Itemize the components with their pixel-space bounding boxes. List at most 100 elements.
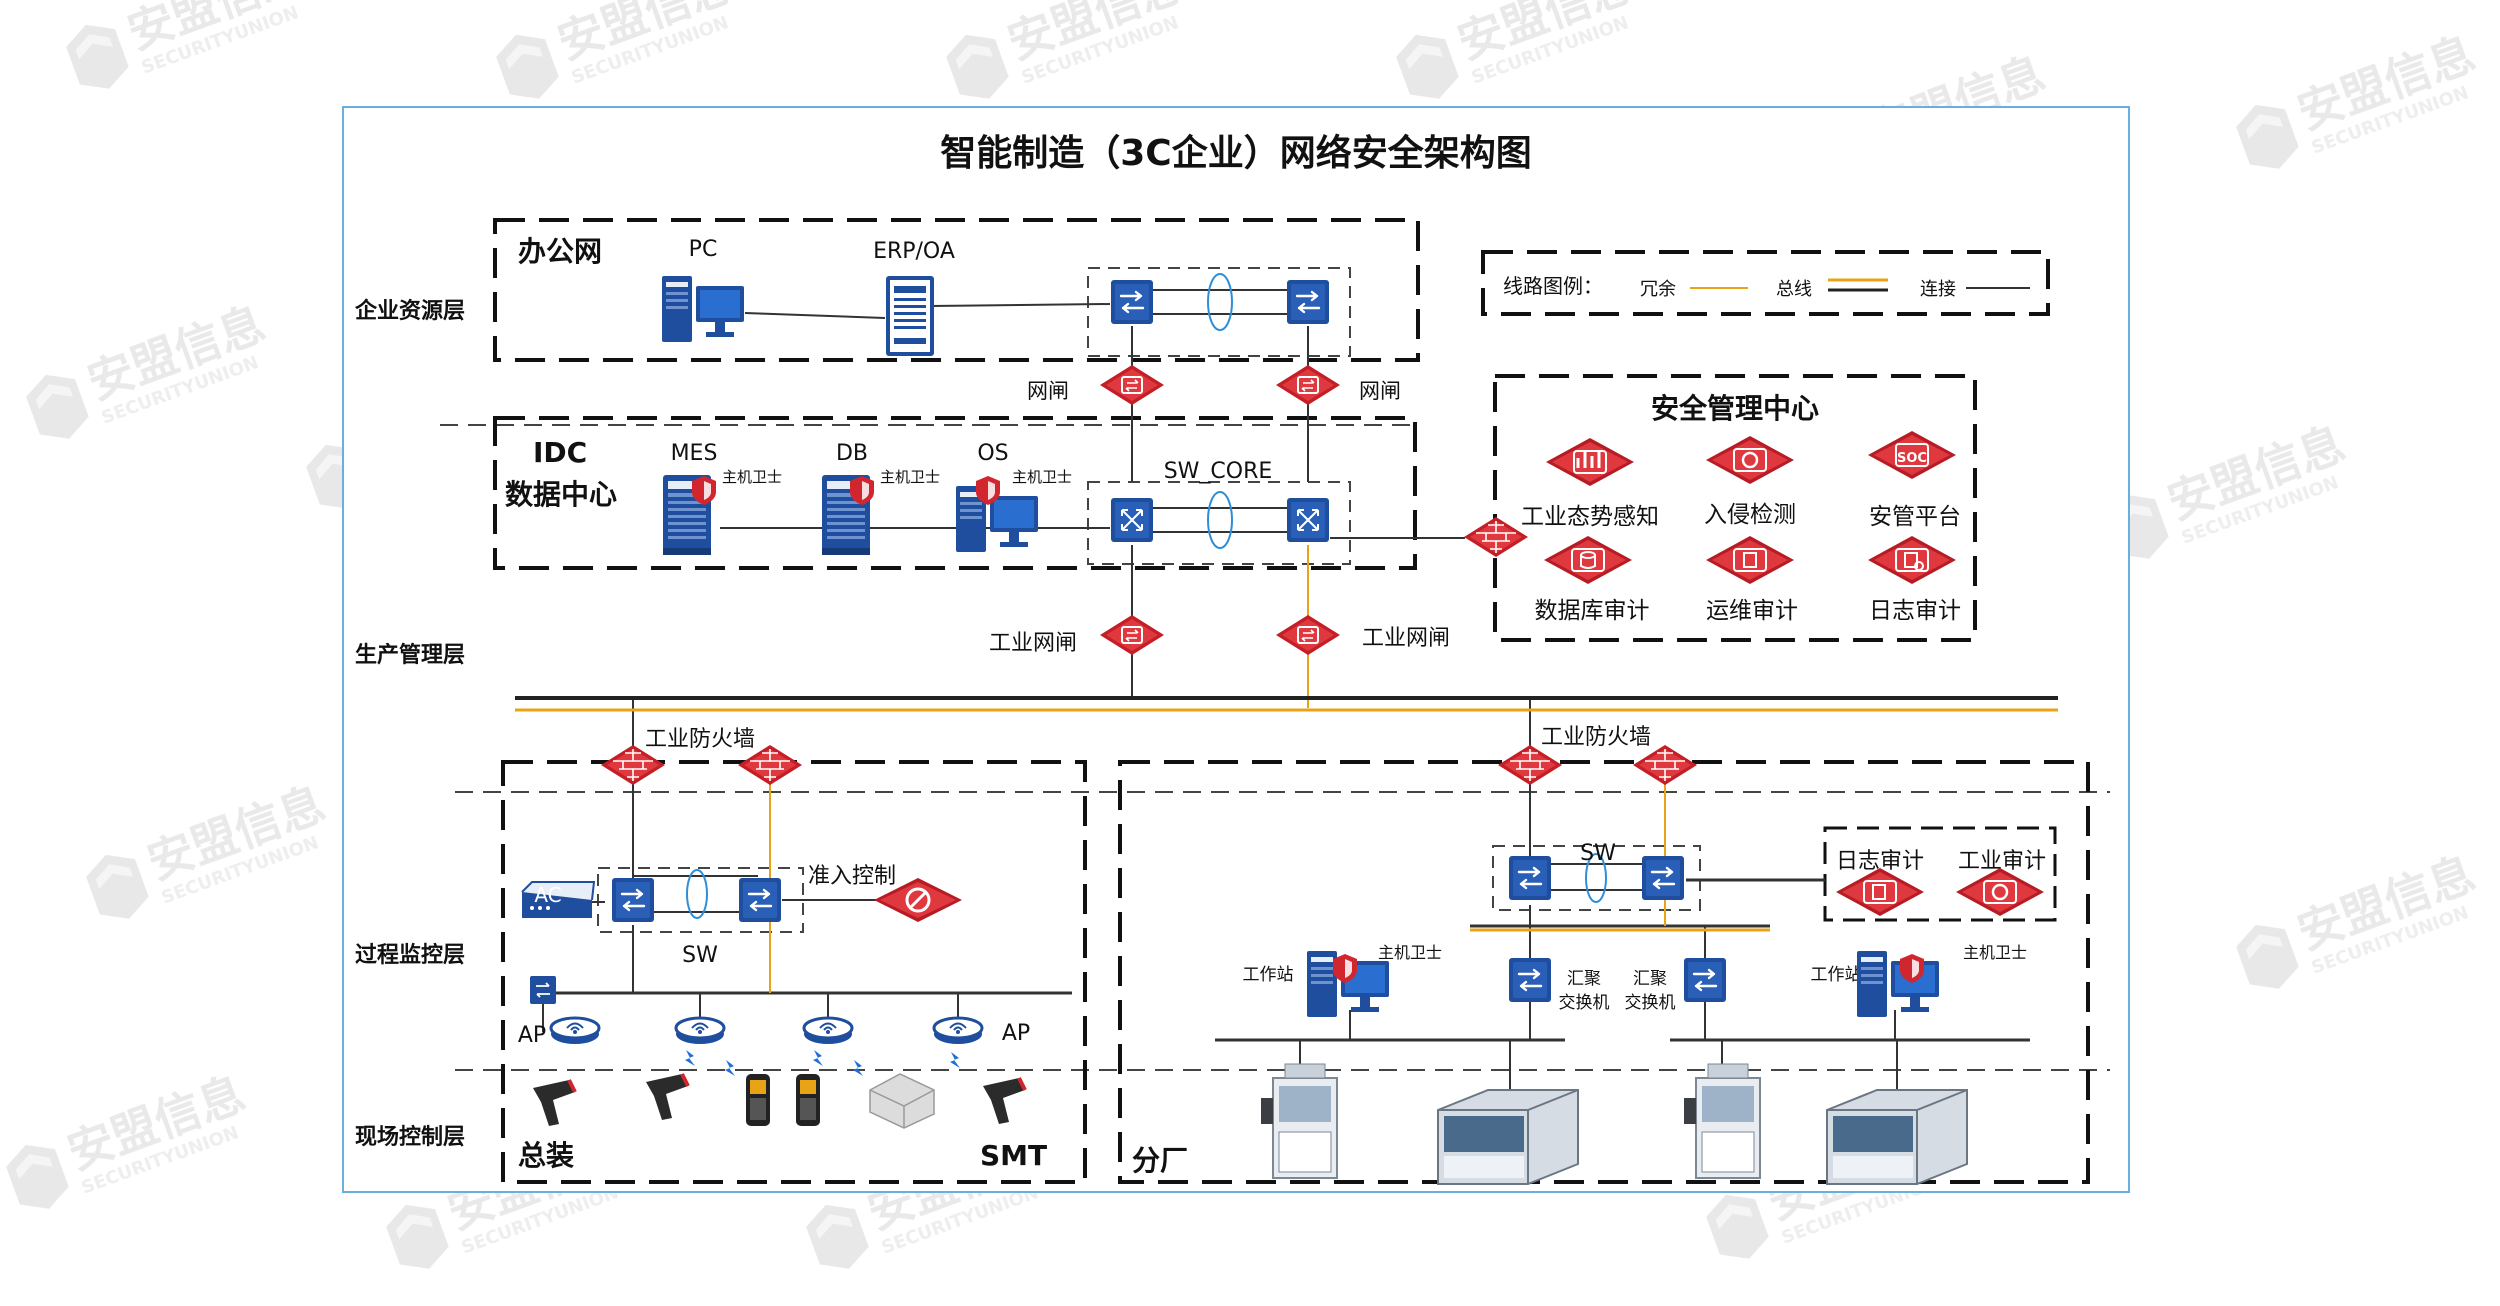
production-machine-1[interactable] [1260, 1063, 1338, 1179]
production-machine-4[interactable] [1826, 1089, 1968, 1185]
branch-sw-label: SW [1580, 841, 1616, 866]
zone-label-assembly: 总装 [518, 1139, 574, 1172]
industrial-firewall-left-label: 工业防火墙 [645, 727, 755, 752]
access-control-label: 准入控制 [808, 864, 896, 889]
legend-title: 线路图例： [1503, 274, 1603, 298]
branch-switch-group [1492, 845, 1701, 911]
legend-redundant-label: 冗余 [1640, 279, 1676, 300]
security-tool-intrusion-detection[interactable] [1705, 435, 1795, 485]
redundancy-loops [686, 273, 1607, 919]
zone-idc [493, 416, 1417, 570]
zone-label-security-center: 安全管理中心 [1651, 392, 1819, 425]
ap-device-1[interactable] [549, 1016, 601, 1046]
branch-switch-right[interactable] [1640, 854, 1686, 902]
handheld-terminal-2[interactable] [796, 1074, 820, 1126]
security-tool-label: 工业态势感知 [1521, 504, 1659, 530]
industrial-audit-icon [1991, 883, 2009, 901]
ap-device-3[interactable] [802, 1016, 854, 1046]
zone-label-branch: 分厂 [1132, 1144, 1188, 1177]
industrial-gateway-left-label: 工业网闸 [989, 631, 1077, 656]
ac-label: AC [534, 883, 561, 907]
aggregation-switch-left-label-2: 交换机 [1559, 993, 1610, 1013]
branch-log-audit-device[interactable] [1835, 867, 1925, 917]
industrial-gateway-right-label: 工业网闸 [1362, 626, 1450, 651]
workstation-right-label: 工作站 [1811, 965, 1862, 985]
workstation-left-host-guard-label: 主机卫士 [1378, 943, 1442, 962]
assembly-switch-left[interactable] [610, 876, 656, 924]
ap-left-label: AP [518, 1023, 546, 1048]
legend-link-label: 连接 [1920, 279, 1956, 300]
db-label: DB [836, 441, 868, 466]
assembly-sw-label: SW [682, 943, 718, 968]
branch-industrial-audit-device[interactable] [1955, 867, 2045, 917]
main-bus [515, 696, 2058, 712]
zone-audit [1823, 826, 2057, 922]
workstation-right-host-guard-label: 主机卫士 [1963, 943, 2027, 962]
layer-dividers [440, 424, 2110, 1071]
office-switch-group [1087, 267, 1351, 357]
erp-oa-label: ERP/OA [873, 239, 955, 264]
intrusion-detection-icon [1741, 451, 1759, 469]
security-tool-label: 安管平台 [1869, 504, 1961, 530]
industrial-firewall-right-label: 工业防火墙 [1541, 725, 1651, 750]
gateway-right-label: 网闸 [1359, 379, 1401, 403]
production-machine-3[interactable] [1683, 1063, 1761, 1179]
production-machine-2[interactable] [1437, 1089, 1579, 1185]
security-tool-label: 数据库审计 [1535, 598, 1650, 624]
aggregation-switch-left-label-1: 汇聚 [1567, 969, 1601, 989]
situation-awareness-icon [1576, 450, 1601, 468]
ap-device-4[interactable] [932, 1016, 984, 1046]
security-tool-soc[interactable]: SOC [1867, 430, 1957, 480]
aggregation-switch-right-label-1: 汇聚 [1633, 969, 1667, 989]
office-switch-left[interactable] [1109, 278, 1155, 326]
assembly-switch-right[interactable] [737, 876, 783, 924]
security-tool-ops-audit[interactable] [1705, 535, 1795, 585]
switch-group-boxes [597, 267, 1701, 933]
sw-core-label: SW_CORE [1164, 459, 1273, 484]
core-switch-left[interactable] [1110, 497, 1154, 543]
erp-oa-server[interactable] [886, 276, 934, 356]
line-legend: 线路图例： 冗余 总线 连接 [1503, 274, 2030, 300]
security-tool-database-audit[interactable] [1543, 535, 1633, 585]
aggregation-switch-left[interactable] [1507, 956, 1553, 1004]
ap-switch[interactable] [529, 975, 557, 1005]
ap-right-label: AP [1002, 1021, 1030, 1046]
aggregation-switch-right-label-2: 交换机 [1625, 993, 1676, 1013]
security-tool-situation-awareness[interactable] [1545, 437, 1635, 487]
diagram-title: 智能制造（3C企业）网络安全架构图 [940, 132, 1531, 174]
ap-device-2[interactable] [674, 1016, 726, 1046]
ops-audit-icon [1743, 552, 1757, 568]
branch-switch-left[interactable] [1507, 854, 1553, 902]
security-tool-label: 入侵检测 [1704, 502, 1796, 528]
zone-branch [1118, 760, 2090, 1184]
assembly-switch-group [597, 867, 804, 933]
core-switch-group [1087, 481, 1351, 565]
gateway-left-label: 网闸 [1027, 379, 1069, 403]
outer-frame [342, 106, 2130, 1193]
log-audit-icon [1872, 884, 1886, 900]
zone-label-idc: IDC [533, 436, 587, 469]
mes-label: MES [671, 441, 718, 466]
layer-label-enterprise: 企业资源层 [354, 298, 465, 324]
mes-host-guard-label: 主机卫士 [722, 468, 782, 486]
office-switch-right[interactable] [1285, 278, 1331, 326]
log-audit-icon [1904, 552, 1918, 568]
core-switch-right[interactable] [1286, 497, 1330, 543]
security-tool-label: 运维审计 [1706, 598, 1798, 624]
zone-label-smt: SMT [980, 1139, 1047, 1172]
layer-labels: 企业资源层 生产管理层 过程监控层 现场控制层 [354, 298, 465, 1150]
layer-label-production: 生产管理层 [355, 642, 465, 668]
security-tool-label: 日志审计 [1869, 598, 1961, 624]
aggregation-switch-right[interactable] [1682, 956, 1728, 1004]
inner-zone-boxes [1823, 826, 2057, 922]
legend-bus-label: 总线 [1776, 279, 1812, 300]
handheld-terminal-1[interactable] [746, 1074, 770, 1126]
layer-label-field: 现场控制层 [355, 1124, 465, 1150]
zone-label-office: 办公网 [518, 235, 602, 268]
zone-legend [1481, 250, 2050, 316]
zone-security-center [1493, 374, 1977, 642]
db-host-guard-label: 主机卫士 [880, 468, 940, 486]
security-tool-log-audit[interactable] [1867, 535, 1957, 585]
